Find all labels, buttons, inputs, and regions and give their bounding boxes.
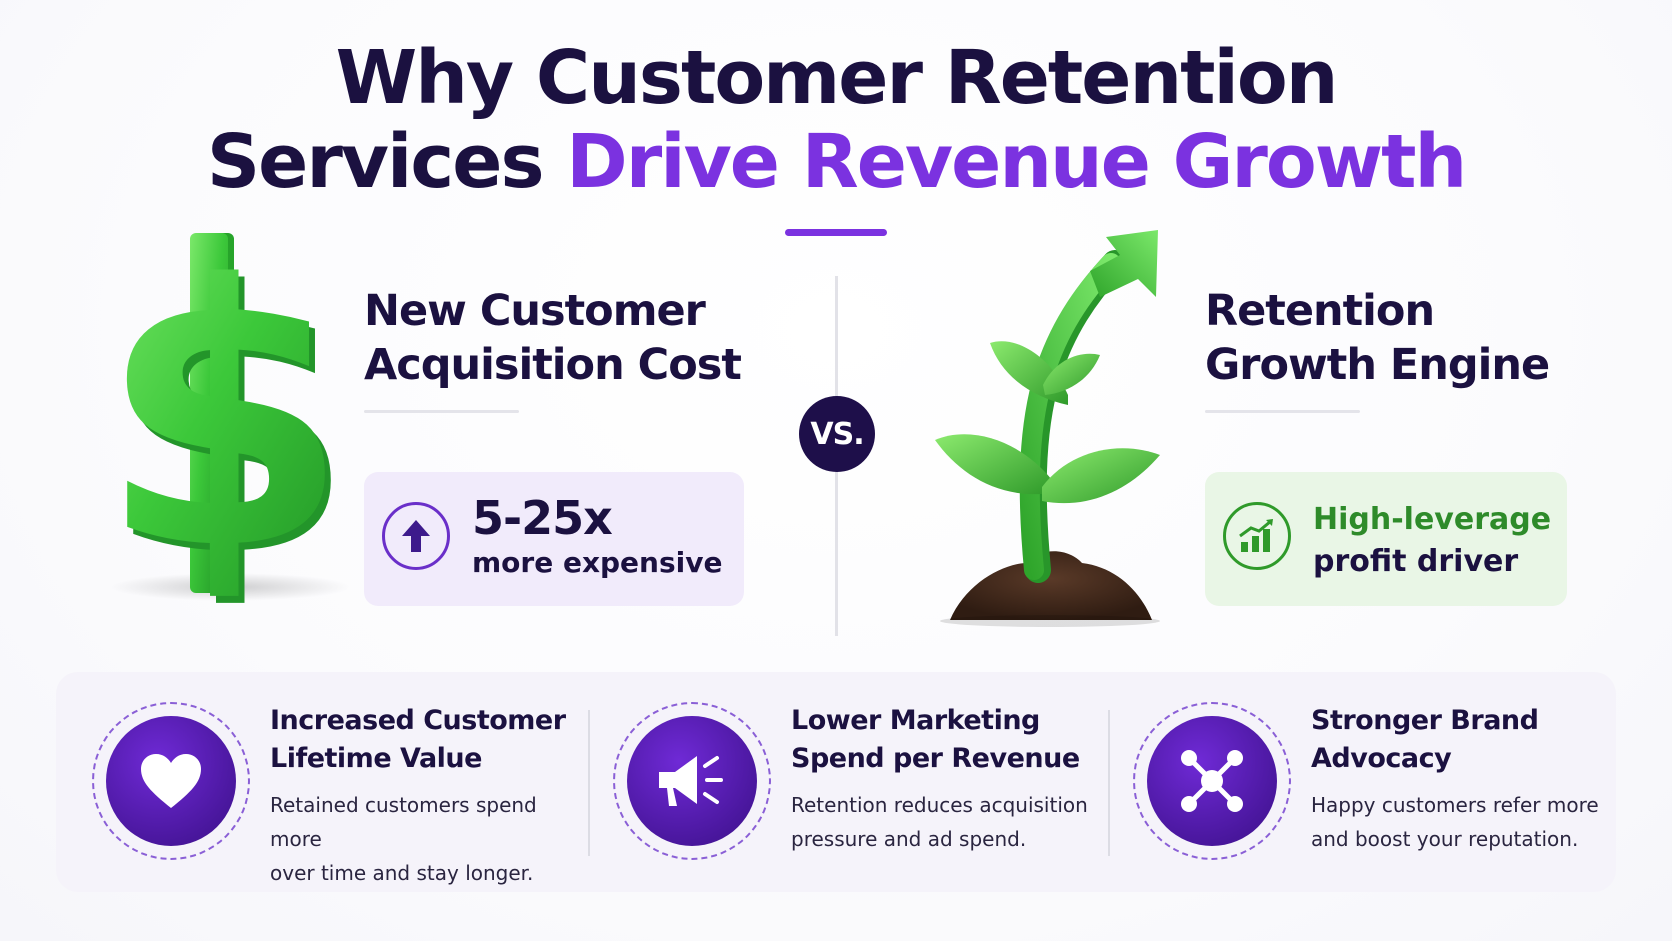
retention-stat-card: High-leverage profit driver <box>1205 472 1567 606</box>
benefit-brand-advocacy: Stronger Brand Advocacy Happy customers … <box>1097 672 1617 892</box>
svg-text:$: $ <box>100 225 349 625</box>
title-line-2-plain: Services <box>206 119 567 205</box>
retention-heading-rule <box>1205 410 1360 413</box>
dollar-sign-icon: $ $ <box>99 209 360 635</box>
retention-stat-line-2: profit driver <box>1313 544 1519 579</box>
network-icon <box>1147 716 1277 846</box>
arrow-up-icon <box>382 502 450 570</box>
benefit-lower-marketing-spend: Lower Marketing Spend per Revenue Retent… <box>577 672 1097 892</box>
benefit-separator <box>1108 710 1110 856</box>
benefit-description: Happy customers refer more and boost you… <box>1311 793 1599 851</box>
benefit-ring <box>613 702 771 860</box>
heart-icon <box>106 716 236 846</box>
acquisition-stat-caption: more expensive <box>472 546 723 579</box>
benefit-separator <box>588 710 590 856</box>
benefit-description: Retention reduces acquisition pressure a… <box>791 793 1088 851</box>
acquisition-heading-rule <box>364 410 519 413</box>
title-line-2: Services Drive Revenue Growth <box>0 120 1672 204</box>
benefit-lifetime-value: Increased Customer Lifetime Value Retain… <box>56 672 576 892</box>
bar-chart-growth-icon <box>1223 502 1291 570</box>
acquisition-stat-card: 5-25x more expensive <box>364 472 744 606</box>
title-line-1: Why Customer Retention <box>335 35 1339 121</box>
acquisition-stat-value: 5-25x <box>472 491 613 545</box>
megaphone-icon <box>627 716 757 846</box>
title-underline <box>785 229 887 236</box>
retention-stat-line-1: High-leverage <box>1313 502 1552 537</box>
benefit-ring <box>1133 702 1291 860</box>
title-line-2-accent: Drive Revenue Growth <box>566 119 1467 205</box>
benefits-panel: Increased Customer Lifetime Value Retain… <box>56 672 1616 892</box>
benefit-ring <box>92 702 250 860</box>
sprout-growth-arrow-icon <box>920 225 1180 635</box>
acquisition-cost-heading: New Customer Acquisition Cost <box>364 286 742 390</box>
svg-text:$: $ <box>105 225 356 625</box>
page-title: Why Customer Retention Services Drive Re… <box>0 36 1672 204</box>
benefit-title: Increased Customer Lifetime Value <box>270 705 566 774</box>
retention-engine-heading: Retention Growth Engine <box>1205 286 1550 390</box>
benefit-description: Retained customers spend more over time … <box>270 793 537 885</box>
vs-badge: VS. <box>799 396 875 472</box>
benefit-title: Lower Marketing Spend per Revenue <box>791 705 1080 774</box>
benefit-title: Stronger Brand Advocacy <box>1311 705 1539 774</box>
